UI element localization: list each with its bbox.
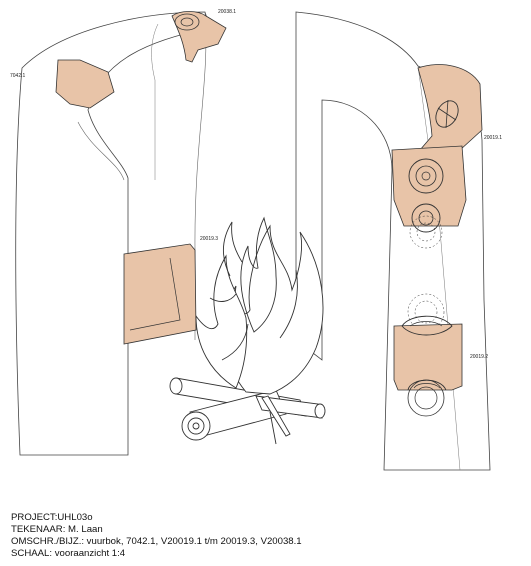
flame-detail-2 xyxy=(279,269,298,339)
caption-project: PROJECT:UHL03o xyxy=(11,512,93,523)
fire-illustration xyxy=(169,216,326,445)
fragment-20038-1-shape xyxy=(171,11,227,63)
log-right-end xyxy=(314,403,326,419)
center-left-edge xyxy=(151,23,159,180)
log-back-end xyxy=(169,377,183,395)
log-front-core xyxy=(192,422,200,430)
fragment-20019-2-top-arc xyxy=(401,315,453,336)
fragment-20019-1-rosette-cross xyxy=(437,99,457,129)
log-front-ring xyxy=(187,417,205,435)
stamp-ring-1-inner xyxy=(415,165,437,187)
fragment-20019-2-shape xyxy=(393,323,463,391)
stamp-ring-2-inner xyxy=(418,210,434,226)
stick-1 xyxy=(261,395,291,437)
dashed-ring-lower-inner xyxy=(414,386,438,410)
left-pillar-outline xyxy=(15,11,211,456)
label-7042-1: 7042.1 xyxy=(10,73,26,79)
caption-drawer: TEKENAAR: M. Laan xyxy=(11,524,103,535)
flame-tall xyxy=(240,216,277,333)
flame-detail-1 xyxy=(223,221,243,277)
log-front-end xyxy=(181,411,211,441)
fragment-20019-1-body xyxy=(391,145,467,227)
stamp-ring-2-dashed xyxy=(409,215,443,249)
label-20038-1: 20038.1 xyxy=(218,9,236,15)
fragment-20019-1: 20019.1 xyxy=(391,64,502,249)
fragment-20019-3-shape xyxy=(123,243,197,345)
stamp-ring-1-core xyxy=(421,171,431,181)
stamp-ring-2 xyxy=(411,203,441,233)
fragment-20019-2-bottom-arc-inner xyxy=(413,383,441,389)
caption-scale: SCHAAL: vooraanzicht 1:4 xyxy=(11,548,126,559)
caption-block: PROJECT:UHL03o TEKENAAR: M. Laan OMSCHR.… xyxy=(11,512,521,560)
flame-center xyxy=(222,224,324,395)
caption-description: OMSCHR./BIJZ.: vuurbok, 7042.1, V20019.1… xyxy=(11,536,302,547)
stamp-ring-1 xyxy=(408,158,444,194)
fragment-7042-1-shape xyxy=(55,59,115,109)
fragment-20019-3: 20019.3 xyxy=(123,236,218,345)
flame-detail-3 xyxy=(221,323,249,361)
left-inner-edge xyxy=(77,121,125,181)
fragment-20019-2: 20019.2 xyxy=(393,293,488,417)
dashed-ring-lower xyxy=(407,379,445,417)
fragment-20019-2-top-arc-inner xyxy=(409,321,443,327)
fragment-20038-1-ring-inner xyxy=(180,17,194,27)
label-20019-1: 20019.1 xyxy=(484,135,502,141)
fragment-20019-1-rosette-outer xyxy=(435,100,459,128)
flame-left xyxy=(195,254,248,389)
fragment-20038-1: 20038.1 xyxy=(171,9,236,63)
stick-2 xyxy=(269,411,277,445)
fragment-7042-1: 7042.1 xyxy=(10,59,115,109)
flame-detail-4 xyxy=(209,293,237,302)
center-left-outline xyxy=(194,11,207,340)
right-inner-edge xyxy=(417,65,461,471)
fragment-20019-3-fold xyxy=(129,257,181,331)
label-20019-3: 20019.3 xyxy=(200,236,218,242)
log-right xyxy=(255,395,323,419)
label-20019-2: 20019.2 xyxy=(470,354,488,360)
dashed-ring-upper-inner xyxy=(414,300,438,324)
left-pillar xyxy=(15,11,211,456)
firedog-drawing: 20038.1 7042.1 20019.3 20019.1 xyxy=(10,9,502,471)
fragment-20038-1-ring xyxy=(174,13,200,31)
stamp-ring-2-dashed-inner xyxy=(416,222,436,242)
